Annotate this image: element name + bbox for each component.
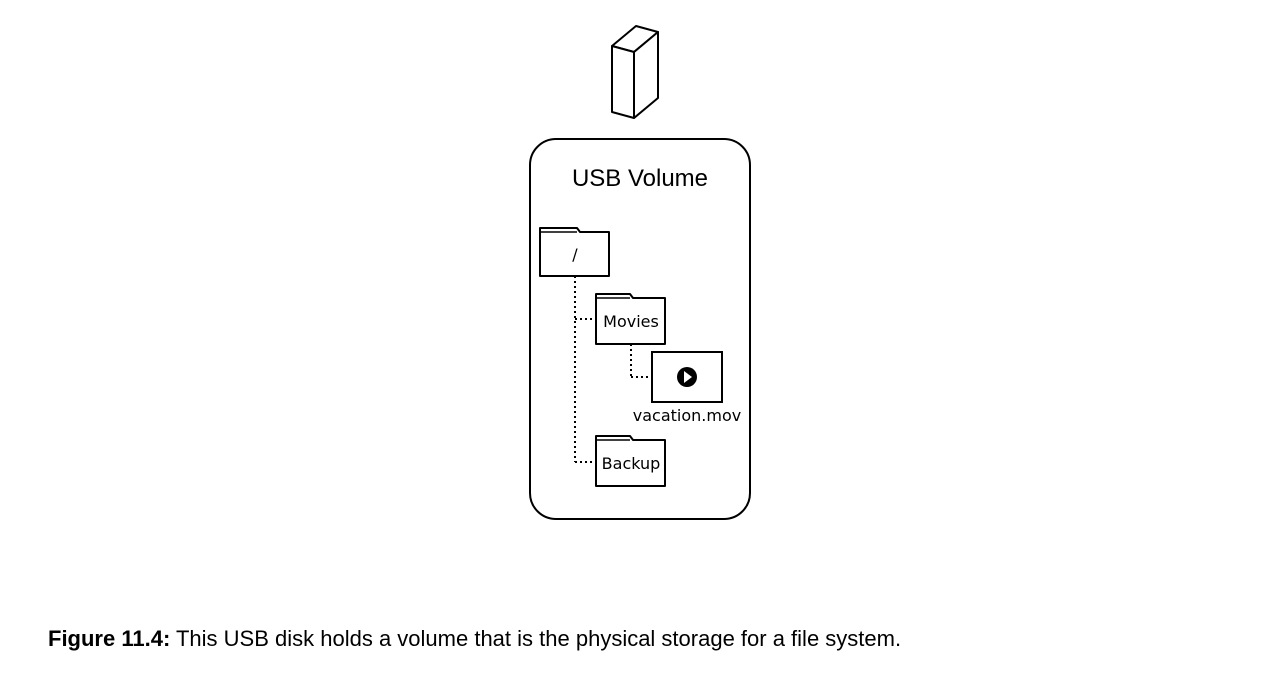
backup-folder-label: Backup	[602, 454, 661, 473]
figure-caption-text: This USB disk holds a volume that is the…	[170, 626, 902, 651]
usb-disk-icon	[611, 25, 659, 119]
root-folder-icon	[539, 227, 610, 277]
file-system-diagram: USB Volume / Movies vacation.mov Backup	[529, 25, 751, 520]
figure-label: Figure 11.4:	[48, 626, 171, 651]
tree-connectors	[574, 276, 650, 463]
play-icon	[677, 367, 697, 387]
figure-caption: Figure 11.4: This USB disk holds a volum…	[48, 626, 901, 652]
backup-folder-icon	[595, 435, 666, 487]
movies-folder-icon	[595, 293, 666, 345]
volume-title: USB Volume	[572, 165, 708, 192]
root-folder-label: /	[572, 245, 578, 264]
movie-file-label: vacation.mov	[633, 406, 741, 425]
movies-folder-label: Movies	[603, 312, 659, 331]
